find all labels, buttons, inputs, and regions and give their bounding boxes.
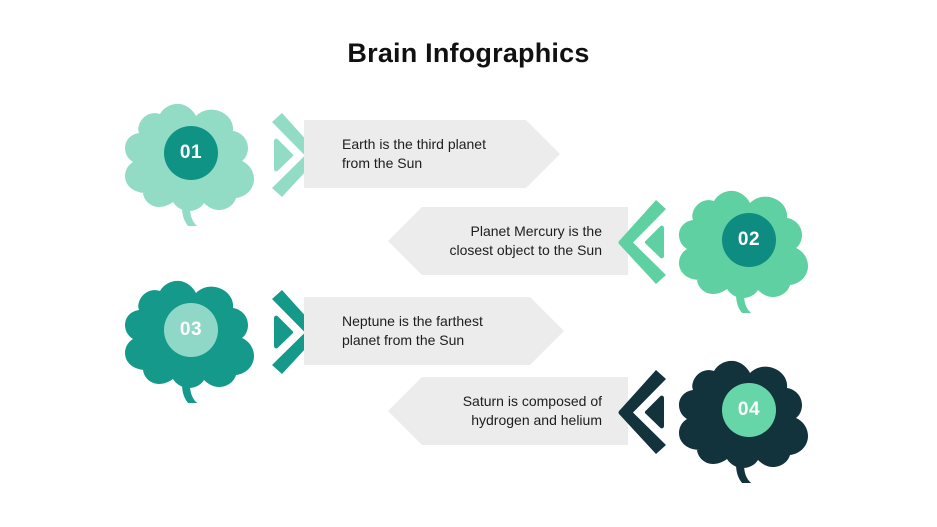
banner-text-3: Neptune is the farthest planet from the … [342,313,483,348]
banner-text-2: Planet Mercury is the closest object to … [449,223,602,258]
text-banner-3: Neptune is the farthest planet from the … [304,297,564,365]
chevron-left-icon-4 [612,366,670,458]
step-number-3: 03 [179,319,203,340]
text-banner-1: Earth is the third planet from the Sun [304,120,560,188]
infographic-row-3: 03 Neptune is the farthest planet from t… [0,272,937,403]
infographic-row-4: Saturn is composed of hydrogen and heliu… [0,352,937,483]
chevron-left-icon-2 [612,196,670,288]
step-number-1: 01 [179,142,203,163]
chevron-right-icon-3 [268,286,326,378]
step-badge-4: 04 [722,383,776,437]
step-number-2: 02 [737,229,761,250]
infographic-row-1: 01 Earth is the third planet from the Su… [0,95,937,226]
chevron-right-icon-1 [268,109,326,201]
text-banner-4: Saturn is composed of hydrogen and heliu… [388,377,628,445]
step-badge-3: 03 [164,303,218,357]
banner-text-4: Saturn is composed of hydrogen and heliu… [462,393,602,428]
infographic-row-2: Planet Mercury is the closest object to … [0,182,937,313]
text-banner-2: Planet Mercury is the closest object to … [388,207,628,275]
step-badge-2: 02 [722,213,776,267]
page-title: Brain Infographics [347,38,590,68]
banner-text-1: Earth is the third planet from the Sun [342,136,486,171]
step-badge-1: 01 [164,126,218,180]
step-number-4: 04 [737,399,761,420]
